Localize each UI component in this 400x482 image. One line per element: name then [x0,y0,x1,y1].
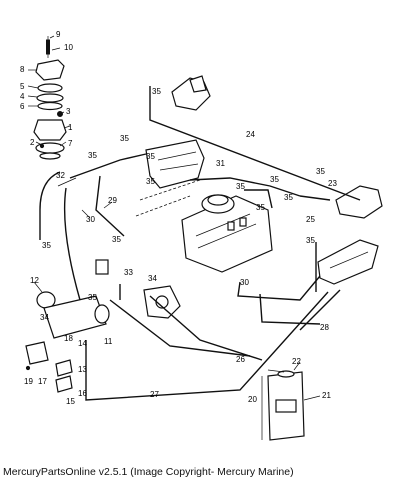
callout-12: 12 [30,276,39,285]
exhaust-elbow-top [171,75,211,111]
callout-18: 18 [64,334,73,343]
callout-34-b: 34 [40,313,49,322]
callout-9: 9 [56,30,61,39]
callout-35-d: 35 [146,152,155,161]
circulating-pump [143,285,181,319]
callout-22: 22 [292,357,301,366]
callout-32: 32 [56,171,65,180]
callout-35-k: 35 [112,235,121,244]
callout-24: 24 [246,130,255,139]
callout-34-a: 34 [148,274,157,283]
callout-16: 16 [78,389,87,398]
callout-28: 28 [320,323,329,332]
engine-block [181,194,273,273]
callout-35-g: 35 [270,175,279,184]
callout-31: 31 [216,159,225,168]
callout-13: 13 [78,365,87,374]
callout-35-b: 35 [120,134,129,143]
callout-35-a: 35 [152,87,161,96]
callout-8: 8 [20,65,25,74]
callout-25: 25 [306,215,315,224]
callout-1: 1 [68,123,73,132]
callout-35-h: 35 [256,203,265,212]
callout-23: 23 [328,179,337,188]
callout-27: 27 [150,390,159,399]
callout-35-e: 35 [146,177,155,186]
coolant-recovery-bottle [261,370,305,441]
bracket-parts [25,341,73,393]
callout-35-n: 35 [88,293,97,302]
callout-21: 21 [322,391,331,400]
exhaust-manifold-right [317,239,379,285]
seawater-pump-assembly [36,259,110,339]
hose-network [39,86,361,401]
callout-4: 4 [20,92,25,101]
callout-35-i: 35 [284,193,293,202]
callout-15: 15 [66,397,75,406]
callout-14: 14 [78,339,87,348]
callout-20: 20 [248,395,257,404]
callout-7: 7 [68,139,73,148]
callout-29: 29 [108,196,117,205]
callout-leaders [27,35,321,401]
callout-35-l: 35 [42,241,51,250]
callout-33: 33 [124,268,133,277]
callout-30-a: 30 [86,215,95,224]
exhaust-manifold-left [145,139,205,189]
copyright-footer: MercuryPartsOnline v2.5.1 (Image Copyrig… [3,466,294,478]
callout-17: 17 [38,377,47,386]
callout-11: 11 [104,337,113,346]
callout-26: 26 [236,355,245,364]
callout-10: 10 [64,43,73,52]
callout-35-f: 35 [236,182,245,191]
thermostat-housing-assembly [33,36,67,160]
callout-5: 5 [20,82,25,91]
exhaust-elbow-right [335,185,383,219]
callout-35-j: 35 [316,167,325,176]
callout-2: 2 [30,138,35,147]
callout-30-b: 30 [240,278,249,287]
callout-35-c: 35 [88,151,97,160]
callout-labels: 9 10 8 5 4 6 3 1 2 7 35 24 35 35 35 31 3… [20,30,337,406]
callout-6: 6 [20,102,25,111]
callout-19: 19 [24,377,33,386]
callout-3: 3 [66,107,71,116]
callout-35-m: 35 [306,236,315,245]
